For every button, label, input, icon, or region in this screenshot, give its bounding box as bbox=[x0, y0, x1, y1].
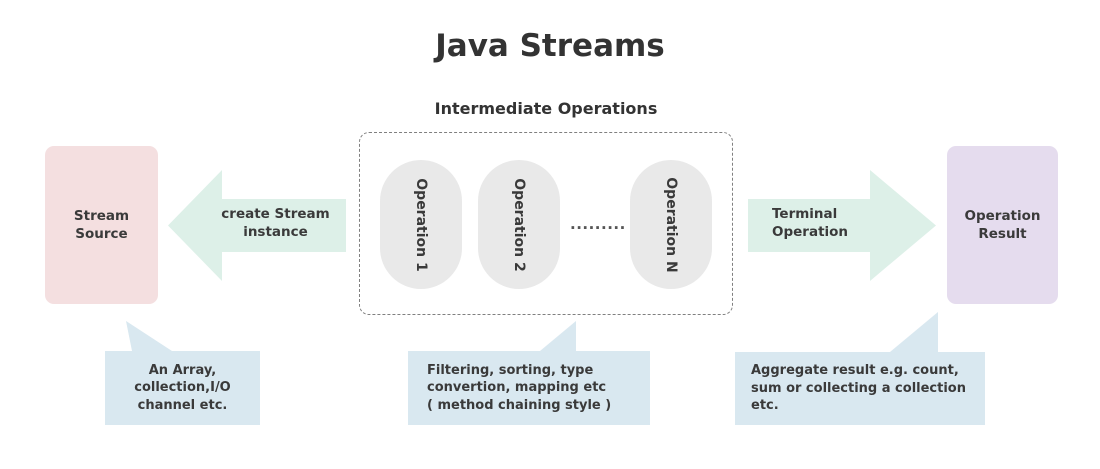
intermediate-operations-title: Intermediate Operations bbox=[434, 99, 658, 118]
callout-source-tail-icon bbox=[126, 321, 172, 353]
intermediate-operations-container bbox=[359, 132, 733, 315]
operation-pill-n: Operation N bbox=[630, 160, 712, 289]
create-stream-arrow bbox=[168, 168, 346, 283]
operation-pill-n-label: Operation N bbox=[663, 176, 679, 273]
operations-ellipsis: ......... bbox=[570, 215, 626, 233]
operation-pill-1: Operation 1 bbox=[380, 160, 462, 289]
callout-terminal-operation: Aggregate result e.g. count,sum or colle… bbox=[735, 352, 985, 425]
operation-pill-2: Operation 2 bbox=[478, 160, 560, 289]
callout-intermediate-tail-icon bbox=[540, 321, 576, 353]
terminal-operation-arrow bbox=[748, 168, 936, 283]
operation-pill-1-label: Operation 1 bbox=[413, 177, 429, 272]
callout-terminal-operation-text: Aggregate result e.g. count,sum or colle… bbox=[751, 363, 966, 414]
callout-terminal-tail-icon bbox=[890, 312, 938, 354]
page-title: Java Streams bbox=[435, 28, 665, 64]
operation-pill-2-label: Operation 2 bbox=[511, 177, 527, 272]
